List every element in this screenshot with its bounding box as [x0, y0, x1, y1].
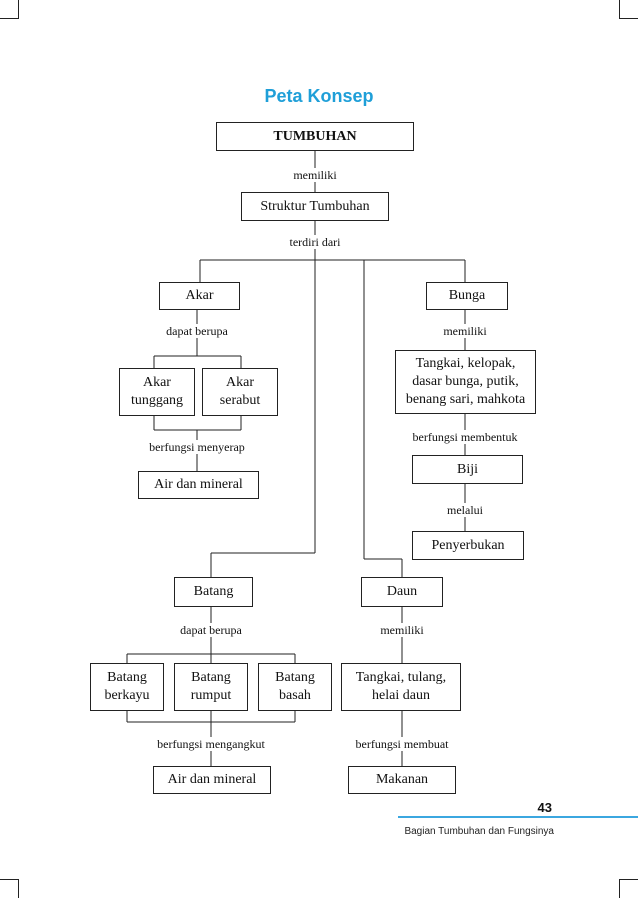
chapter-title: Bagian Tumbuhan dan Fungsinya: [404, 826, 554, 837]
node-batang: Batang: [174, 577, 253, 607]
crop-mark: [619, 0, 638, 19]
crop-mark: [0, 0, 19, 19]
node-air-mineral-akar: Air dan mineral: [138, 471, 259, 499]
link-label: dapat berupa: [164, 324, 230, 338]
footer-rule: [398, 816, 638, 818]
node-batang-rumput: Batang rumput: [174, 663, 248, 711]
node-struktur-tumbuhan: Struktur Tumbuhan: [241, 192, 389, 221]
link-label: melalui: [445, 503, 485, 517]
link-label: memiliki: [291, 168, 339, 182]
node-penyerbukan: Penyerbukan: [412, 531, 524, 560]
crop-mark: [0, 879, 19, 898]
node-batang-berkayu: Batang berkayu: [90, 663, 164, 711]
node-air-mineral-batang: Air dan mineral: [153, 766, 271, 794]
link-label: berfungsi menyerap: [147, 440, 247, 454]
node-biji: Biji: [412, 455, 523, 484]
node-akar-serabut: Akar serabut: [202, 368, 278, 416]
link-label: berfungsi membuat: [353, 737, 451, 751]
page-title: Peta Konsep: [264, 86, 374, 106]
page-number: 43: [537, 800, 552, 815]
node-bagian-daun: Tangkai, tulang, helai daun: [341, 663, 461, 711]
node-bagian-bunga: Tangkai, kelopak, dasar bunga, putik, be…: [395, 350, 536, 414]
link-label: memiliki: [378, 623, 426, 637]
link-label: berfungsi membentuk: [410, 430, 520, 444]
node-batang-basah: Batang basah: [258, 663, 332, 711]
node-bunga: Bunga: [426, 282, 508, 310]
node-makanan: Makanan: [348, 766, 456, 794]
link-label: berfungsi mengangkut: [155, 737, 267, 751]
node-daun: Daun: [361, 577, 443, 607]
link-label: terdiri dari: [287, 235, 343, 249]
node-akar-tunggang: Akar tunggang: [119, 368, 195, 416]
link-label: dapat berupa: [178, 623, 244, 637]
crop-mark: [619, 879, 638, 898]
node-akar: Akar: [159, 282, 240, 310]
link-label: memiliki: [441, 324, 489, 338]
node-tumbuhan: TUMBUHAN: [216, 122, 414, 151]
